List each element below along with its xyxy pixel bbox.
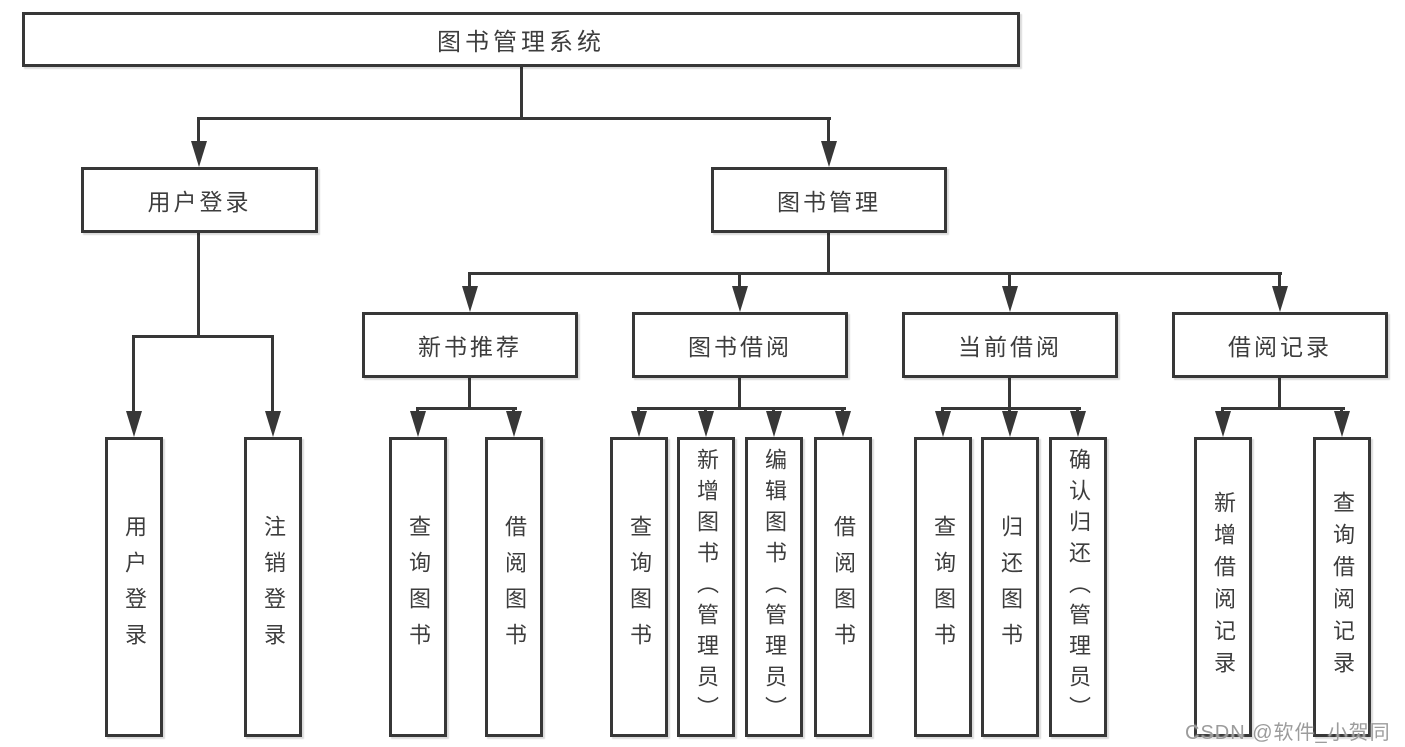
leaf-query-borrow-record: 查询借阅记录 bbox=[1313, 437, 1371, 737]
connector-root-stem bbox=[520, 66, 523, 118]
connector-g3-stem bbox=[738, 378, 741, 410]
leaf-label: 新增借阅记录 bbox=[1211, 491, 1236, 683]
connector-g3-hline bbox=[637, 407, 846, 410]
connector-g5-stem bbox=[1278, 378, 1281, 410]
leaf-label: 归还图书 bbox=[998, 515, 1023, 659]
leaf-label: 用户登录 bbox=[122, 515, 147, 659]
leaf-add-borrow-record: 新增借阅记录 bbox=[1194, 437, 1252, 737]
leaf-label: 借阅图书 bbox=[831, 515, 856, 659]
node-library-management-system: 图书管理系统 bbox=[22, 12, 1020, 67]
leaf-add-book-admin: 新增图书（管理员） bbox=[677, 437, 735, 737]
node-current-borrow: 当前借阅 bbox=[902, 312, 1118, 378]
leaf-label: 查询图书 bbox=[406, 515, 431, 659]
arrowhead-down-icon bbox=[732, 286, 748, 312]
connector-l3-drop2 bbox=[738, 272, 741, 290]
node-user-login: 用户登录 bbox=[81, 167, 318, 233]
leaf-borrow-books: 借阅图书 bbox=[814, 437, 872, 737]
arrowhead-down-icon bbox=[1070, 411, 1086, 437]
arrowhead-down-icon bbox=[1215, 411, 1231, 437]
arrowhead-down-icon bbox=[1272, 286, 1288, 312]
leaf-return-book: 归还图书 bbox=[981, 437, 1039, 737]
node-borrow-records: 借阅记录 bbox=[1172, 312, 1388, 378]
arrowhead-down-icon bbox=[1002, 286, 1018, 312]
arrowhead-down-icon bbox=[410, 411, 426, 437]
arrowhead-down-icon bbox=[631, 411, 647, 437]
connector-g1-drop1 bbox=[132, 335, 135, 415]
leaf-label: 借阅图书 bbox=[502, 515, 527, 659]
arrowhead-down-icon bbox=[462, 286, 478, 312]
leaf-confirm-return-admin: 确认归还（管理员） bbox=[1049, 437, 1107, 737]
leaf-label: 查询图书 bbox=[627, 515, 652, 659]
connector-user-login-stem bbox=[197, 232, 200, 338]
leaf-label: 新增图书（管理员） bbox=[694, 447, 719, 727]
connector-g2-hline bbox=[416, 407, 517, 410]
arrowhead-down-icon bbox=[835, 411, 851, 437]
leaf-query-books-current: 查询图书 bbox=[914, 437, 972, 737]
connector-g4-stem bbox=[1008, 378, 1011, 410]
leaf-label: 确认归还（管理员） bbox=[1066, 447, 1091, 727]
leaf-user-login: 用户登录 bbox=[105, 437, 163, 737]
arrowhead-down-icon bbox=[1334, 411, 1350, 437]
leaf-label: 查询图书 bbox=[931, 515, 956, 659]
connector-g5-hline bbox=[1221, 407, 1345, 410]
connector-drop-user-login bbox=[197, 117, 200, 150]
connector-drop-book-management bbox=[827, 117, 830, 150]
node-book-borrow: 图书借阅 bbox=[632, 312, 848, 378]
arrowhead-down-icon bbox=[698, 411, 714, 437]
connector-g4-hline bbox=[941, 407, 1081, 410]
arrowhead-down-icon bbox=[506, 411, 522, 437]
connector-l3-drop3 bbox=[1008, 272, 1011, 290]
leaf-label: 注销登录 bbox=[261, 515, 286, 659]
arrowhead-down-icon bbox=[821, 141, 837, 167]
connector-g1-hline bbox=[132, 335, 274, 338]
leaf-query-books-borrow: 查询图书 bbox=[610, 437, 668, 737]
leaf-logout: 注销登录 bbox=[244, 437, 302, 737]
connector-g1-drop2 bbox=[271, 335, 274, 415]
leaf-label: 查询借阅记录 bbox=[1330, 491, 1355, 683]
arrowhead-down-icon bbox=[191, 141, 207, 167]
connector-l3-drop1 bbox=[468, 272, 471, 290]
leaf-label: 编辑图书（管理员） bbox=[762, 447, 787, 727]
arrowhead-down-icon bbox=[766, 411, 782, 437]
connector-l3-hline bbox=[468, 272, 1282, 275]
leaf-query-books-recommend: 查询图书 bbox=[389, 437, 447, 737]
node-new-book-recommend: 新书推荐 bbox=[362, 312, 578, 378]
arrowhead-down-icon bbox=[935, 411, 951, 437]
arrowhead-down-icon bbox=[126, 411, 142, 437]
node-book-management: 图书管理 bbox=[711, 167, 947, 233]
arrowhead-down-icon bbox=[1002, 411, 1018, 437]
arrowhead-down-icon bbox=[265, 411, 281, 437]
connector-root-hline bbox=[198, 117, 831, 120]
leaf-edit-book-admin: 编辑图书（管理员） bbox=[745, 437, 803, 737]
connector-g2-stem bbox=[468, 378, 471, 410]
leaf-borrow-books-recommend: 借阅图书 bbox=[485, 437, 543, 737]
connector-l3-drop4 bbox=[1278, 272, 1281, 290]
connector-book-management-stem bbox=[827, 232, 830, 275]
watermark-csdn: CSDN @软件_小贺同学 bbox=[1185, 722, 1391, 744]
